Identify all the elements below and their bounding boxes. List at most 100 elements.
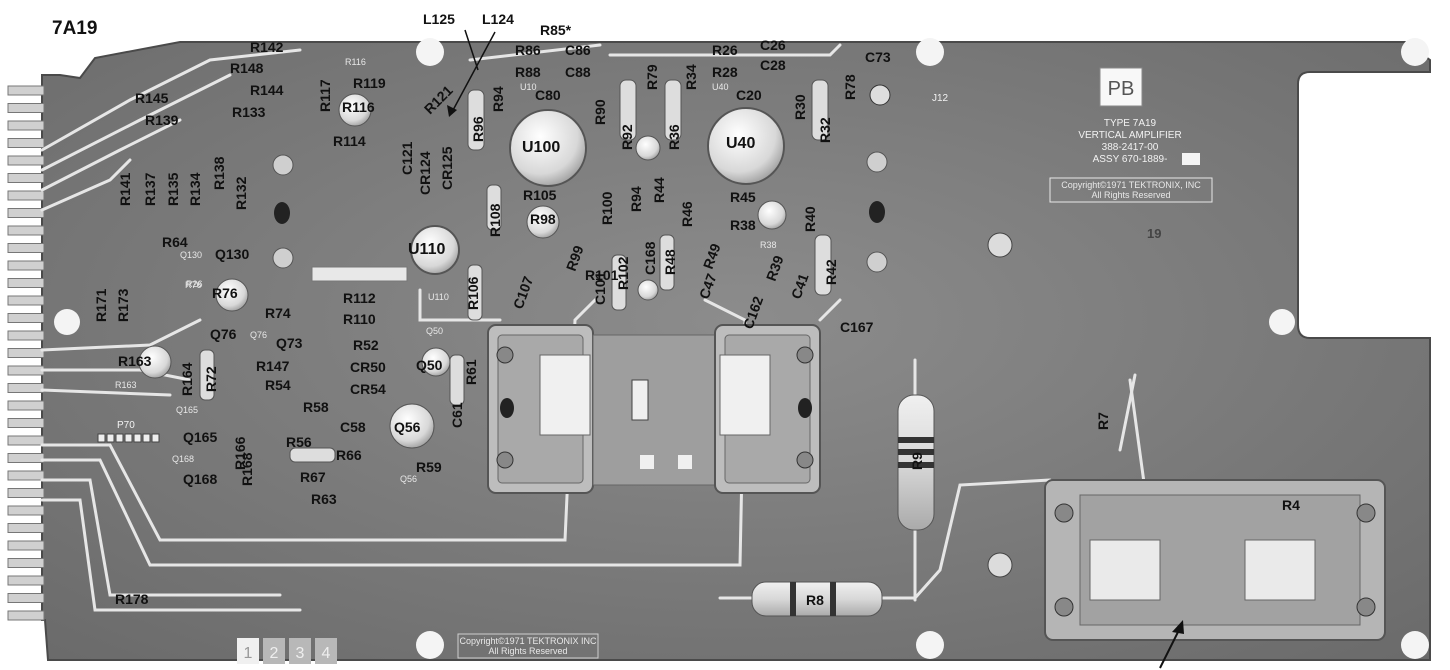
callout-c86: C86 (565, 42, 591, 58)
edge-finger (7, 470, 45, 481)
silk-small-label: U10 (520, 82, 537, 92)
callout-r137: R137 (142, 172, 158, 206)
callout-r8: R8 (806, 592, 824, 608)
dip-cell: 1 (237, 638, 259, 664)
callout-r114: R114 (333, 133, 366, 149)
ic-u100 (509, 109, 587, 187)
p70-pin (151, 433, 160, 443)
callout-q56: Q56 (394, 419, 421, 435)
edge-finger (7, 418, 45, 428)
callout-u110: U110 (408, 241, 445, 258)
silk-line-2: VERTICAL AMPLIFIER (1078, 130, 1181, 141)
silk-small-label: U40 (712, 82, 729, 92)
callout-u40: U40 (726, 135, 755, 152)
socket-left (487, 324, 594, 494)
callout-q168: Q168 (183, 471, 217, 487)
callout-r173: R173 (115, 288, 131, 322)
dip-number: 4 (322, 645, 331, 662)
dip-cell-box (263, 638, 285, 664)
callout-r168: R168 (239, 452, 255, 486)
resistor-r8 (751, 581, 883, 617)
callout-c88: C88 (565, 64, 591, 80)
mounting-holes (54, 38, 1429, 659)
callout-r72: R72 (203, 366, 219, 392)
callout-r112: R112 (343, 290, 376, 306)
edge-finger (7, 120, 45, 131)
silk-small-label: R116 (345, 57, 366, 67)
p70-pin (142, 433, 151, 443)
edge-finger (7, 225, 45, 236)
callout-q50: Q50 (416, 357, 443, 373)
callout-r66: R66 (336, 447, 362, 463)
silk-line-1: TYPE 7A19 (1104, 118, 1157, 129)
callout-r59: R59 (416, 459, 442, 475)
pointer-arrow (1159, 620, 1184, 669)
silk-small-label: Q165 (176, 405, 198, 415)
callout-r7: R7 (1095, 412, 1111, 430)
callout-r102: R102 (615, 256, 631, 290)
callout-q76: Q76 (210, 326, 237, 342)
callout-c101: C101 (592, 271, 608, 305)
callout-r105: R105 (523, 187, 557, 203)
callout-q165: Q165 (183, 429, 217, 445)
callout-r36: R36 (666, 124, 682, 150)
edge-finger (7, 400, 45, 411)
callout-q73: Q73 (276, 335, 303, 351)
silk-small-label: Q130 (180, 250, 202, 260)
edge-finger (7, 593, 45, 603)
edge-finger (7, 295, 45, 306)
copyright-line-1: Copyright©1971 TEKTRONIX, INC (1061, 180, 1201, 190)
silk-small-label: R76 (185, 280, 202, 290)
callout-r86: R86 (515, 42, 541, 58)
callout-r79: R79 (644, 64, 660, 90)
callout-r166: R166 (232, 436, 248, 470)
silk-small-label: Q56 (400, 474, 417, 484)
socket-power (1044, 479, 1386, 641)
connector-j12: J12 (932, 93, 949, 104)
callout-c168: C168 (642, 241, 658, 275)
edge-finger (7, 558, 45, 568)
callout-c20: C20 (736, 87, 762, 103)
dip-cell: 2 (263, 638, 285, 664)
callout-r45: R45 (730, 189, 756, 205)
callout-r132: R132 (233, 176, 249, 210)
callout-c61: C61 (449, 402, 465, 428)
callout-r171: R171 (93, 288, 109, 322)
dip-number: 2 (270, 645, 279, 662)
pb-marking: PB (1108, 78, 1135, 100)
ic-u40 (707, 107, 785, 185)
callout-r40: R40 (802, 206, 818, 232)
callout-r133: R133 (232, 104, 266, 120)
assy-suffix-box (1182, 153, 1200, 165)
callout-r117: R117 (317, 79, 333, 112)
dip-number: 1 (244, 645, 253, 662)
edge-finger (7, 208, 45, 218)
callout-r42: R42 (823, 259, 839, 285)
edge-finger (7, 260, 45, 271)
callout-r145: R145 (135, 90, 169, 106)
edge-finger (7, 190, 45, 201)
edge-finger (7, 523, 45, 533)
callout-r135: R135 (165, 172, 181, 206)
callout-r63: R63 (311, 491, 337, 507)
callout-r88: R88 (515, 64, 541, 80)
callout-r147: R147 (256, 358, 290, 374)
edge-finger (7, 610, 45, 621)
callout-r164: R164 (179, 362, 195, 396)
callout-r67: R67 (300, 469, 326, 485)
silk-small-label: R26 (186, 279, 203, 289)
callout-c121: C121 (399, 141, 415, 175)
callout-c26: C26 (760, 37, 786, 53)
callout-r94: R94 (628, 186, 644, 212)
silk-small-label: Q168 (172, 454, 194, 464)
edge-finger (7, 313, 45, 323)
callout-c80: C80 (535, 87, 561, 103)
socket-center (592, 334, 719, 486)
silk-line-4: ASSY 670-1889- (1093, 154, 1168, 165)
callout-r38: R38 (730, 217, 756, 233)
leader-lines (447, 29, 496, 117)
p70-pin (133, 433, 142, 443)
edge-finger (7, 540, 45, 551)
callout-r48: R48 (662, 249, 678, 275)
